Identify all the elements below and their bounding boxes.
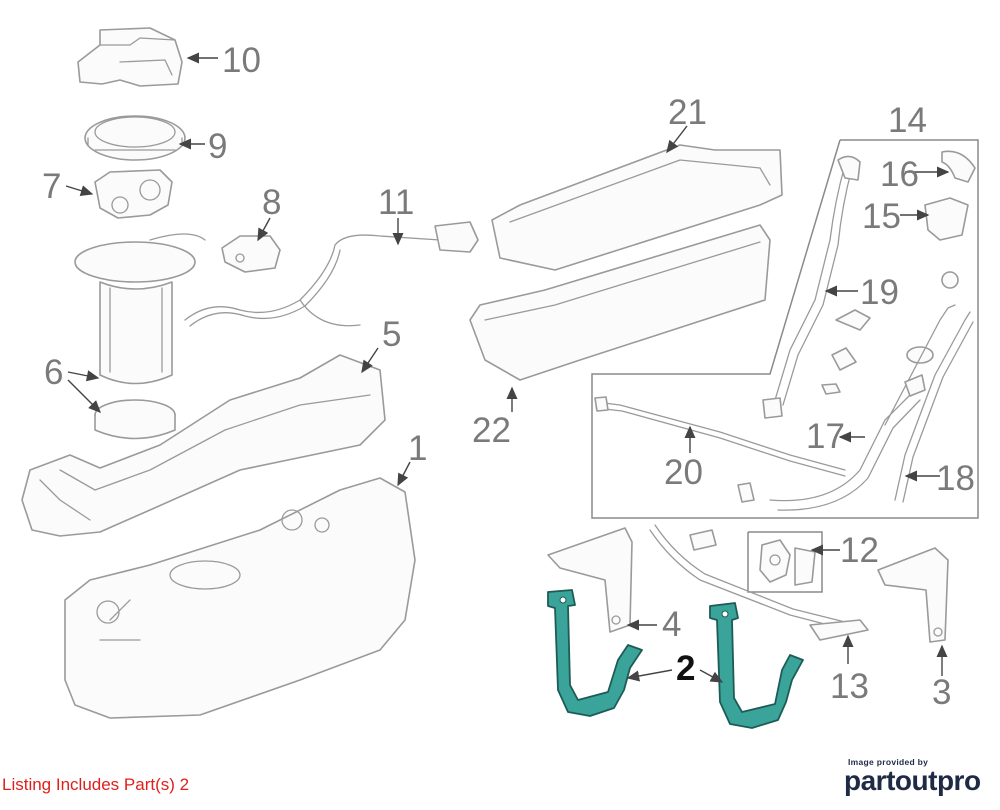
callout-4: 4 — [662, 605, 681, 644]
part-5-skid-plate — [21, 354, 386, 537]
part-20-line — [594, 396, 846, 503]
brand-name-a: partout — [844, 765, 937, 796]
part-22-shield — [469, 224, 771, 381]
brand-logo: Image provided by partoutpro — [844, 757, 994, 795]
callout-21: 21 — [668, 93, 707, 132]
part-6-fuel-pump-module — [74, 233, 206, 440]
listing-includes-text: Listing Includes Part(s) 2 — [2, 775, 190, 794]
part-2-strap-left — [547, 589, 643, 717]
part-2-strap-right — [709, 602, 804, 729]
leader-lines — [65, 52, 950, 683]
callout-11: 11 — [378, 183, 414, 222]
callout-labels: 10 9 7 8 11 5 6 1 21 22 14 16 15 19 17 1… — [42, 41, 975, 712]
callout-14: 14 — [888, 101, 927, 140]
part-21-shield — [491, 144, 783, 271]
callout-8: 8 — [262, 183, 281, 222]
part-4-bracket — [547, 527, 633, 633]
brand-name: partoutpro — [844, 767, 994, 795]
part-12-box — [747, 531, 823, 593]
part-16-cap — [941, 150, 976, 183]
callout-1: 1 — [408, 429, 427, 468]
callout-6: 6 — [44, 353, 63, 392]
callout-15: 15 — [862, 197, 901, 236]
part-15-housing — [924, 197, 969, 241]
provided-by-label: Image provided by — [848, 757, 929, 767]
callout-20: 20 — [664, 453, 703, 492]
brand-name-b: pro — [936, 765, 981, 796]
part-14-group-box — [591, 139, 979, 519]
callout-5: 5 — [382, 315, 401, 354]
part-11-wiring-harness — [184, 221, 479, 327]
callout-2: 2 — [676, 649, 695, 688]
callout-19: 19 — [860, 273, 899, 312]
part-10-module-cover — [77, 27, 183, 87]
part-9-lock-ring — [84, 115, 186, 161]
part-3-bracket — [877, 547, 949, 643]
part-17-hose — [769, 304, 956, 511]
part-19-filler-pipe — [762, 155, 861, 419]
callout-3: 3 — [932, 673, 951, 712]
part-13-line — [649, 524, 869, 641]
callout-18: 18 — [936, 459, 975, 498]
part-1-fuel-tank — [64, 477, 416, 719]
callout-16: 16 — [880, 155, 919, 194]
part-7-valve — [94, 169, 173, 219]
part-8-sensor — [221, 235, 281, 273]
callout-17: 17 — [806, 417, 845, 456]
part-14-clips — [821, 271, 959, 395]
callout-12: 12 — [840, 531, 879, 570]
callout-10: 10 — [222, 41, 261, 80]
callout-7: 7 — [42, 167, 61, 206]
callout-13: 13 — [830, 667, 869, 706]
callout-22: 22 — [472, 411, 511, 450]
callout-9: 9 — [208, 127, 227, 166]
